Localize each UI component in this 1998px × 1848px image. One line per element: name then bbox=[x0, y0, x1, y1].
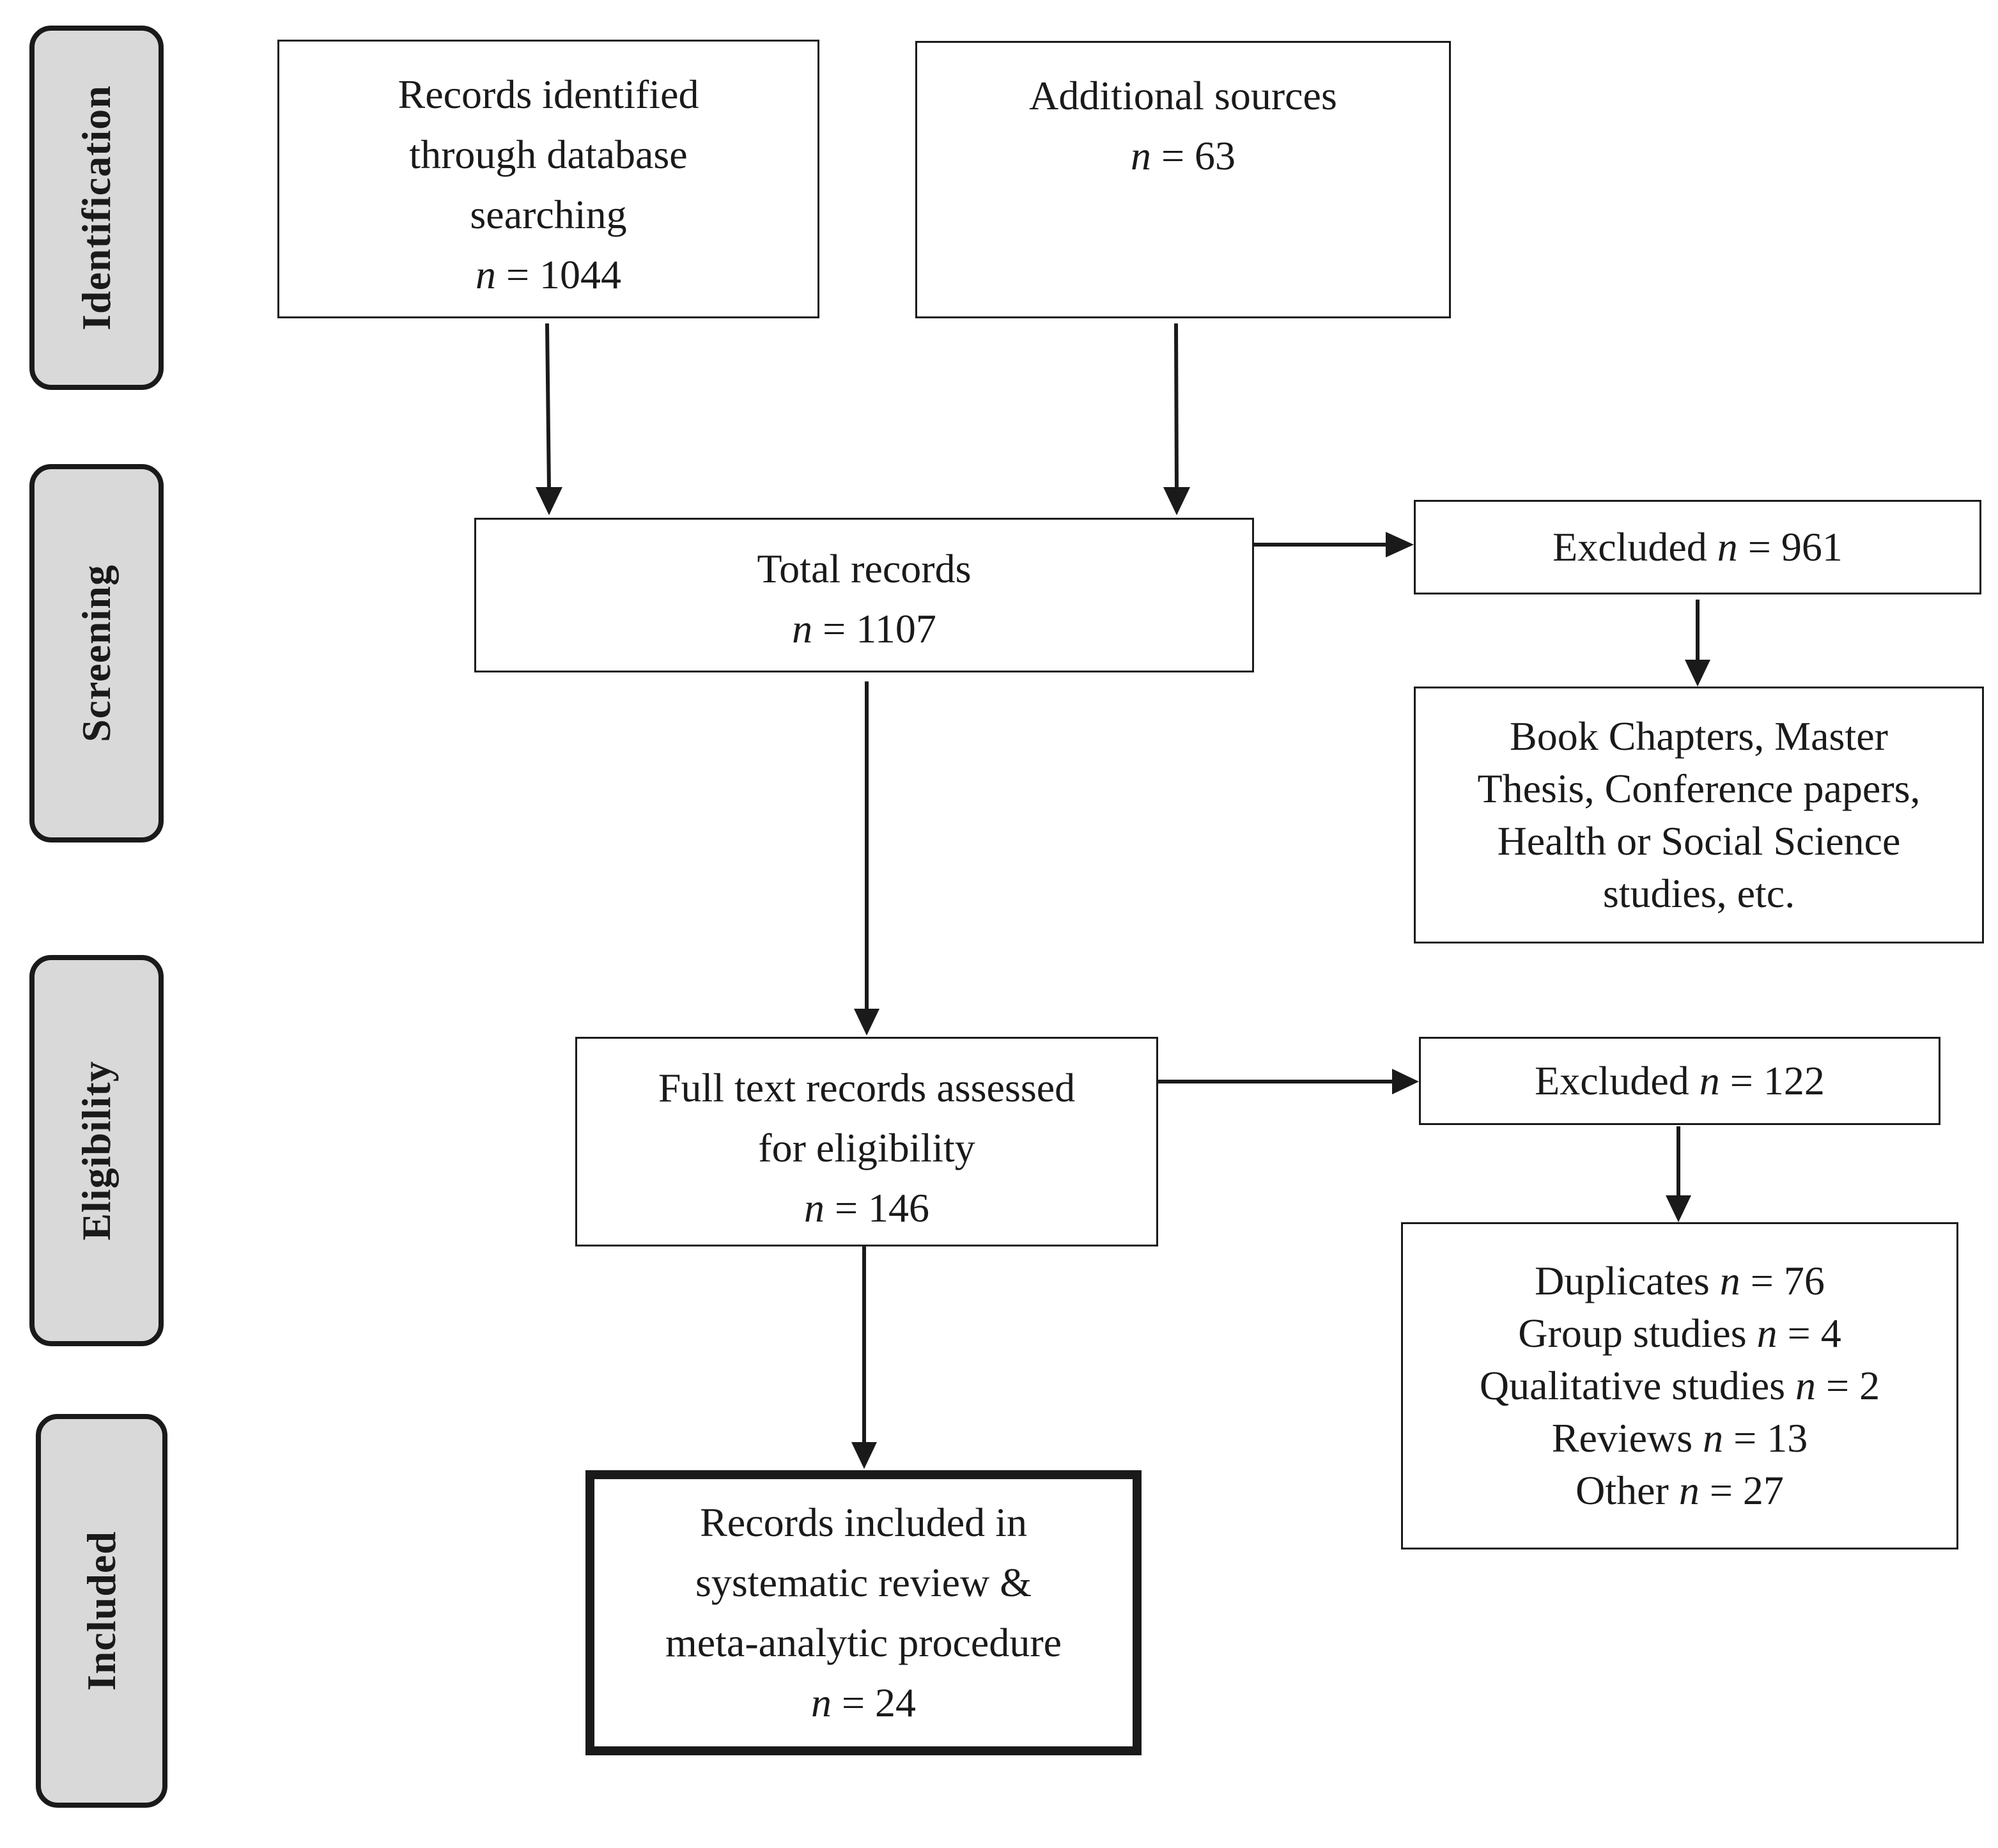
arrowhead-excluded-to-detail bbox=[1685, 660, 1710, 687]
excluded-screening-box: Excluded n = 961 bbox=[1414, 500, 1981, 594]
database-records-line-1: Records identified bbox=[398, 72, 699, 117]
full-text-line-1: Full text records assessed bbox=[658, 1065, 1076, 1110]
excluded-eligibility-detail-box: Duplicates n = 76 Group studies n = 4 Qu… bbox=[1401, 1222, 1958, 1549]
total-records-box: Total records n = 1107 bbox=[474, 518, 1254, 672]
full-text-count: n = 146 bbox=[803, 1185, 930, 1231]
screening-detail-line-4: studies, etc. bbox=[1602, 871, 1795, 916]
included-records-box: Records included in systematic review & … bbox=[585, 1470, 1142, 1755]
arrowhead-excluded-to-eligibility-detail bbox=[1666, 1195, 1691, 1222]
total-records-count: n = 1107 bbox=[792, 606, 936, 651]
excluded-eligibility-label: Excluded n = 122 bbox=[1535, 1058, 1825, 1103]
excluded-screening-label: Excluded n = 961 bbox=[1553, 524, 1843, 570]
screening-detail-line-2: Thesis, Conference papers, bbox=[1477, 766, 1921, 811]
screening-detail-line-1: Book Chapters, Master bbox=[1510, 713, 1888, 759]
stage-tab-eligibility: Eligibility bbox=[29, 955, 164, 1346]
stage-tab-screening: Screening bbox=[29, 464, 164, 842]
additional-sources-label: Additional sources bbox=[1029, 73, 1337, 118]
stage-tab-included: Included bbox=[36, 1414, 167, 1808]
additional-sources-count: n = 63 bbox=[1130, 133, 1236, 178]
included-line-1: Records included in bbox=[700, 1500, 1027, 1545]
full-text-records-box: Full text records assessed for eligibili… bbox=[575, 1037, 1158, 1246]
excluded-screening-detail-box: Book Chapters, Master Thesis, Conference… bbox=[1414, 687, 1984, 943]
arrowhead-fulltext-to-included bbox=[851, 1442, 877, 1469]
included-line-2: systematic review & bbox=[695, 1560, 1032, 1605]
additional-sources-box: Additional sources n = 63 bbox=[915, 41, 1451, 318]
detail-reviews: Reviews n = 13 bbox=[1551, 1415, 1808, 1461]
included-line-3: meta-analytic procedure bbox=[665, 1620, 1062, 1665]
arrowhead-additional-to-total bbox=[1163, 487, 1190, 515]
arrowhead-fulltext-to-excluded bbox=[1392, 1069, 1419, 1094]
database-records-line-2: through database bbox=[409, 132, 688, 177]
included-count: n = 24 bbox=[810, 1680, 917, 1725]
full-text-line-2: for eligibility bbox=[758, 1125, 975, 1170]
arrowhead-database-to-total bbox=[536, 487, 562, 515]
database-records-line-3: searching bbox=[470, 192, 627, 237]
arrowhead-total-to-fulltext bbox=[854, 1009, 879, 1036]
database-records-count: n = 1044 bbox=[475, 252, 622, 297]
screening-detail-line-3: Health or Social Science bbox=[1497, 818, 1901, 864]
arrow-additional-to-total bbox=[1174, 323, 1179, 492]
arrow-database-to-total bbox=[545, 323, 551, 492]
database-records-box: Records identified through database sear… bbox=[277, 40, 819, 318]
detail-other: Other n = 27 bbox=[1576, 1468, 1784, 1513]
excluded-eligibility-box: Excluded n = 122 bbox=[1419, 1037, 1940, 1125]
detail-group-studies: Group studies n = 4 bbox=[1518, 1310, 1841, 1356]
detail-duplicates: Duplicates n = 76 bbox=[1535, 1258, 1825, 1303]
total-records-label: Total records bbox=[757, 546, 972, 591]
detail-qualitative-studies: Qualitative studies n = 2 bbox=[1479, 1363, 1880, 1408]
arrowhead-total-to-excluded bbox=[1386, 532, 1414, 557]
stage-tab-identification: Identification bbox=[29, 26, 164, 390]
